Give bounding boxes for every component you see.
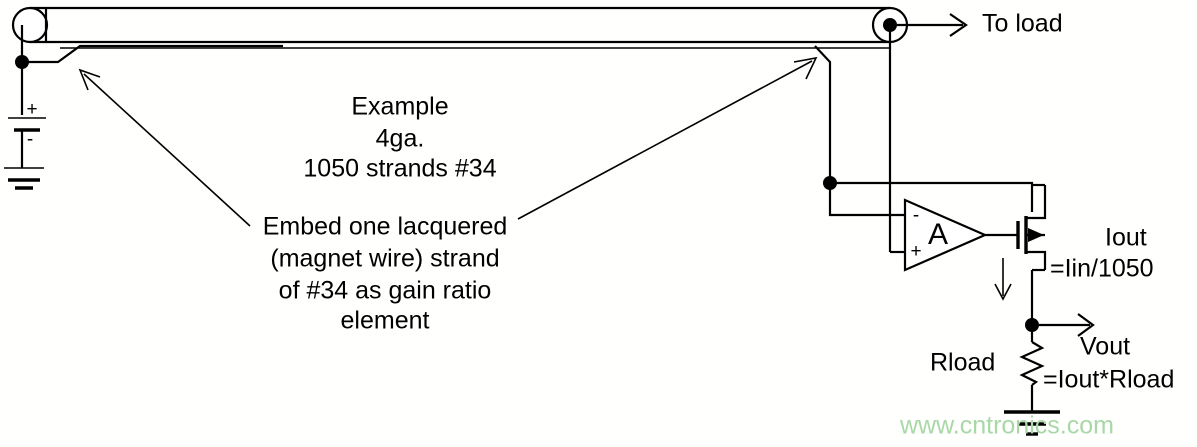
embed-line-2: (magnet wire) strand (270, 245, 499, 273)
opamp-label: A (928, 218, 948, 251)
battery-minus-sign: - (27, 129, 33, 150)
vout-formula-label: =Iout*Rload (1043, 366, 1174, 394)
example-line-3: 1050 strands #34 (303, 155, 496, 183)
ground-load (1004, 410, 1060, 436)
watermark-label: www.cntronics.com (899, 412, 1114, 440)
annotation-embed: Embed one lacquered (magnet wire) strand… (263, 213, 508, 335)
left-pointer-arrowhead (78, 68, 101, 91)
example-line-2: 4ga. (376, 125, 425, 153)
annotation-example: Example 4ga. 1050 strands #34 (303, 93, 496, 183)
mosfet-source-lead (1026, 250, 1047, 270)
opamp-triangle (903, 198, 988, 272)
right-pointer-shaft (517, 60, 813, 220)
embed-line-4: element (341, 307, 430, 335)
opamp-minus-sign: - (913, 205, 919, 226)
feedback-top-rail (830, 181, 1034, 212)
strand-tap-left (22, 44, 283, 64)
mosfet (1016, 183, 1047, 325)
cable-bundle (11, 6, 909, 49)
annotation-arrows (78, 56, 818, 227)
embed-line-1: Embed one lacquered (263, 213, 508, 241)
rload-label: Rload (930, 349, 995, 377)
to-load-arrowhead (949, 13, 968, 37)
opamp-minus-input-wire (828, 183, 905, 217)
opamp: A - + (903, 198, 1018, 272)
vout-label: Vout (1080, 333, 1130, 361)
cable-left-endcap (11, 6, 49, 44)
opamp-plus-sign: + (910, 241, 921, 262)
battery: + - (4, 99, 46, 169)
example-line-1: Example (351, 93, 448, 121)
left-pointer-shaft (83, 73, 251, 227)
embed-line-3: of #34 as gain ratio (279, 277, 492, 305)
to-load-label: To load (982, 10, 1063, 38)
strand-right-wire (814, 45, 832, 183)
source-branch: + - (4, 25, 283, 190)
right-pointer-arrowhead (793, 56, 818, 80)
ground-source (8, 178, 40, 190)
vout-arrowhead (1077, 313, 1095, 337)
iout-indicator: Iout =Iin/1050 (994, 224, 1154, 301)
iout-arrowhead (994, 283, 1012, 301)
battery-plus-sign: + (26, 99, 37, 120)
iout-formula-label: =Iin/1050 (1050, 255, 1154, 283)
rload-branch: Vout =Iout*Rload Rload (930, 313, 1174, 436)
strand-tap-right (814, 45, 1034, 254)
rload-zigzag (1019, 341, 1045, 386)
iout-label: Iout (1105, 224, 1147, 252)
mosfet-drain-lead (1026, 185, 1047, 220)
